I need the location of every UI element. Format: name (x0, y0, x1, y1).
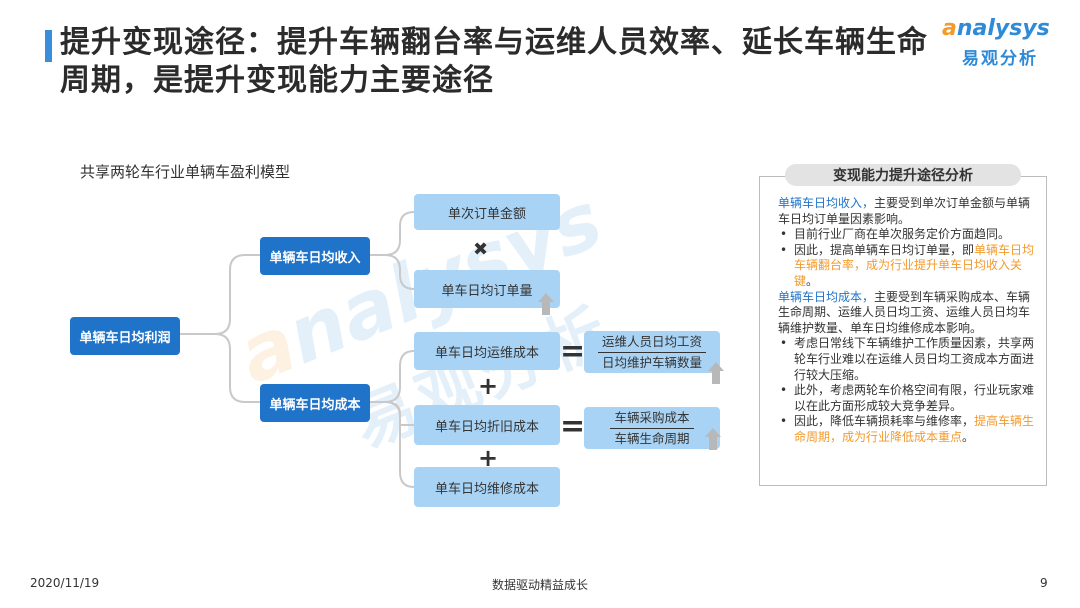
diagram-subtitle: 共享两轮车行业单辆车盈利模型 (80, 163, 291, 181)
connector-income-order-amount (370, 211, 415, 256)
page-number: 9 (1040, 576, 1048, 590)
analysis-panel-body: 单辆车日均收入，主要受到单次订单金额与单辆车日均订单量因素影响。 •目前行业厂商… (778, 196, 1040, 446)
increase-arrow-icon (705, 428, 721, 450)
connector-root-income (180, 254, 260, 335)
title-accent-bar (45, 30, 52, 62)
logo-wordmark: analysys (942, 16, 1050, 41)
connector-root-cost (180, 333, 260, 403)
footer-slogan: 数据驱动精益成长 (491, 578, 588, 592)
cost-bullet: •因此，降低车辆损耗率与维修率，提高车辆生命周期，成为行业降低成本重点。 (780, 414, 1035, 444)
increase-arrow-icon (708, 362, 724, 384)
formula-denominator: 日均维护车辆数量 (601, 354, 702, 370)
node-daily-income: 单辆车日均收入 (260, 237, 370, 275)
node-daily-cost: 单辆车日均成本 (260, 384, 370, 422)
depreciation-cost-formula: 车辆采购成本 车辆生命周期 (584, 407, 720, 449)
logo-chinese: 易观分析 (962, 49, 1038, 69)
equals-operator: = (560, 409, 586, 444)
income-bullet: •目前行业厂商在单次服务定价方面趋同。 (780, 227, 1011, 242)
node-depreciation-cost: 单车日均折旧成本 (414, 405, 560, 445)
ops-cost-formula: 运维人员日均工资 日均维护车辆数量 (584, 331, 720, 373)
income-bullet: •因此，提高单辆车日均订单量，即单辆车日均车辆翻台率，成为行业提升单车日均收入关… (780, 242, 1035, 288)
cost-paragraph: 单辆车日均成本，主要受到车辆采购成本、车辆生命周期、运维人员日均工资、运维人员日… (778, 289, 1031, 335)
income-paragraph: 单辆车日均收入，主要受到单次订单金额与单辆车日均订单量因素影响。 (778, 196, 1031, 226)
cost-bullet: •考虑日常线下车辆维护工作质量因素，共享两轮车行业难以在运维人员日均工资成本方面… (780, 336, 1035, 382)
node-daily-orders: 单车日均订单量 (414, 270, 560, 308)
formula-numerator: 运维人员日均工资 (597, 334, 706, 353)
increase-arrow-icon (538, 293, 554, 315)
footer-date: 2020/11/19 (30, 576, 100, 590)
analysis-panel-header: 变现能力提升途径分析 (785, 164, 1021, 186)
page-title: 提升变现途径：提升车辆翻台率与运维人员效率、延长车辆生命周期，是提升变现能力主要… (60, 25, 928, 98)
plus-operator: + (478, 372, 499, 400)
connector-cost-depreciation (370, 401, 414, 427)
analysys-logo: analysys 易观分析 (942, 16, 1062, 72)
connector-cost-repair (370, 401, 415, 488)
cost-bullet: •此外，考虑两轮车价格空间有限，行业玩家难以在此方面形成较大竞争差异。 (780, 383, 1035, 413)
multiply-operator: ✖ (473, 239, 489, 260)
root-node-daily-profit: 单辆车日均利润 (70, 317, 180, 355)
plus-operator: + (478, 444, 499, 472)
formula-denominator: 车辆生命周期 (614, 430, 690, 446)
equals-operator: = (560, 334, 586, 369)
node-ops-cost: 单车日均运维成本 (414, 332, 560, 370)
node-order-amount: 单次订单金额 (414, 194, 560, 230)
formula-numerator: 车辆采购成本 (610, 410, 694, 429)
connector-cost-ops (370, 350, 415, 403)
node-repair-cost: 单车日均维修成本 (414, 467, 560, 507)
connector-income-daily-orders (370, 254, 415, 290)
